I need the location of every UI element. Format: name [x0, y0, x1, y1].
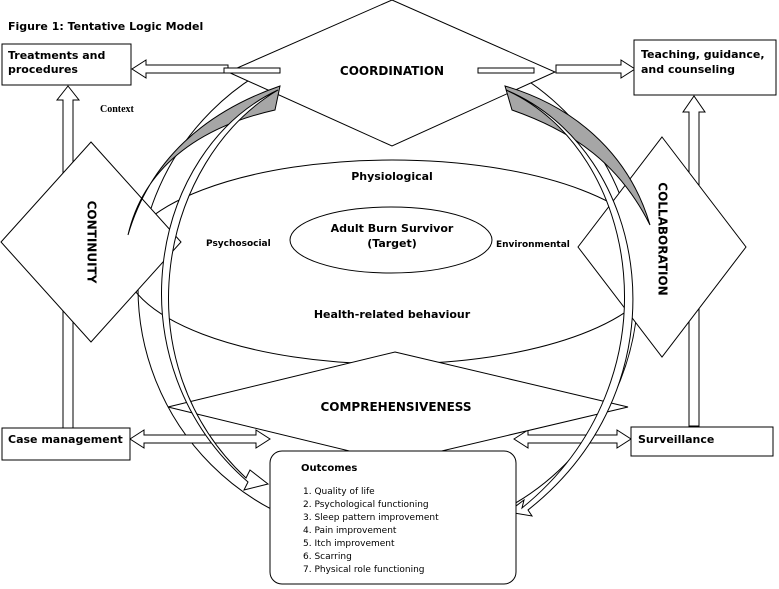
coordination-bar-right [477, 67, 535, 74]
left-white-curved-arrow [161, 89, 279, 491]
bottom-right-arrow [513, 429, 632, 449]
teaching-label-line2: and counseling [641, 63, 735, 76]
health-behaviour-label: Health-related behaviour [314, 308, 471, 321]
bottom-left-arrow [129, 429, 271, 449]
target-label-line1: Adult Burn Survivor [331, 222, 454, 235]
coordination-bar-left [223, 67, 281, 74]
outcomes-title: Outcomes [301, 463, 357, 474]
treatments-box: Treatments and procedures [1, 43, 132, 86]
top-right-arrow [555, 59, 636, 79]
collaboration-diamond [577, 136, 747, 358]
case-management-box: Case management [1, 427, 131, 461]
teaching-label-line1: Teaching, guidance, [641, 48, 765, 61]
coordination-label: COORDINATION [340, 64, 444, 78]
comprehensiveness-label: COMPREHENSIVENESS [320, 400, 471, 414]
outcome-item: 7. Physical role functioning [303, 565, 425, 575]
outcome-item: 3. Sleep pattern improvement [303, 513, 439, 523]
outcome-item: 1. Quality of life [303, 487, 375, 497]
left-gray-curved-arrow [127, 85, 281, 236]
teaching-box: Teaching, guidance, and counseling [633, 39, 777, 96]
psychosocial-label: Psychosocial [206, 239, 271, 249]
case-management-label: Case management [8, 433, 123, 446]
outcome-item: 5. Itch improvement [303, 539, 395, 549]
context-label: Context [100, 104, 135, 115]
surveillance-label: Surveillance [638, 433, 714, 446]
coordination-diamond [226, 0, 557, 147]
outcomes-box: Outcomes 1. Quality of life 2. Psycholog… [269, 450, 517, 585]
target-label-line2: (Target) [367, 237, 417, 250]
figure-title: Figure 1: Tentative Logic Model [8, 20, 203, 33]
treatments-label-line2: procedures [8, 63, 78, 76]
collaboration-label: COLLABORATION [656, 182, 670, 295]
continuity-label: CONTINUITY [85, 201, 99, 284]
outcome-item: 4. Pain improvement [303, 526, 397, 536]
physiological-label: Physiological [351, 170, 433, 183]
treatments-label-line1: Treatments and [8, 49, 105, 62]
outcome-item: 6. Scarring [303, 552, 352, 562]
right-white-curved-arrow [505, 89, 634, 517]
outcome-item: 2. Psychological functioning [303, 500, 429, 510]
continuity-diamond [0, 141, 182, 343]
surveillance-box: Surveillance [630, 426, 774, 457]
top-left-arrow [131, 59, 229, 79]
target-ellipse [289, 206, 493, 274]
environmental-label: Environmental [496, 240, 570, 250]
right-gray-curved-arrow [504, 85, 651, 226]
